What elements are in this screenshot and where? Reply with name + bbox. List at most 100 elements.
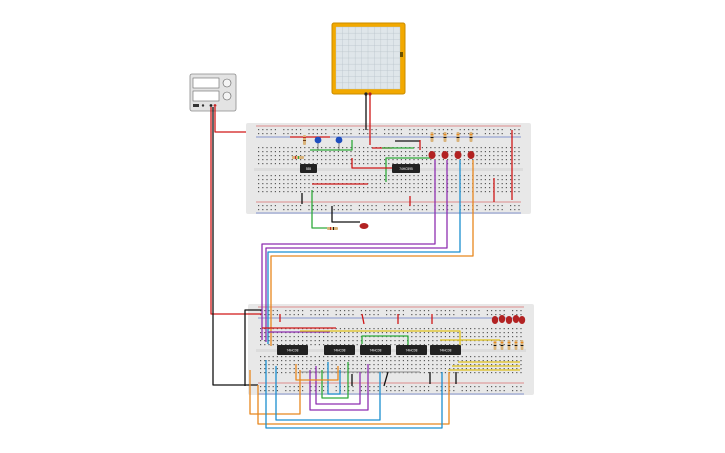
power-terminal-positive[interactable]	[213, 104, 217, 107]
capacitor[interactable]	[314, 136, 322, 150]
hole	[274, 159, 276, 161]
led[interactable]	[491, 316, 499, 324]
hole	[386, 356, 388, 358]
hole	[480, 179, 482, 181]
wire[interactable]	[309, 364, 369, 411]
led[interactable]	[428, 151, 436, 159]
scope-probe-terminal[interactable]	[368, 92, 372, 96]
wire[interactable]	[267, 160, 461, 344]
hole	[266, 209, 268, 211]
hole	[440, 368, 442, 370]
hole	[304, 151, 306, 153]
hole	[367, 179, 369, 181]
hole	[421, 133, 423, 135]
chip-74hc595[interactable]: 74HC595	[392, 164, 420, 173]
led[interactable]	[454, 151, 462, 159]
hole	[453, 310, 455, 312]
chip-74hc08[interactable]: 74HC08	[396, 345, 427, 355]
hole	[381, 368, 383, 370]
wire[interactable]	[212, 107, 258, 386]
wire[interactable]	[265, 160, 448, 342]
wire[interactable]	[327, 362, 341, 395]
chip-74hc08[interactable]: 74HC08	[430, 345, 461, 355]
hole	[505, 163, 507, 165]
hole	[436, 310, 438, 312]
hole	[503, 340, 505, 342]
led[interactable]	[498, 315, 506, 323]
hole	[335, 310, 337, 312]
hole	[503, 356, 505, 358]
wire[interactable]	[244, 309, 262, 386]
hole	[272, 364, 274, 366]
wire[interactable]	[310, 140, 353, 151]
wire[interactable]	[300, 330, 461, 346]
hole	[468, 205, 470, 207]
wire[interactable]	[214, 107, 246, 133]
resistor[interactable]	[327, 227, 338, 230]
resistor[interactable]	[292, 156, 304, 159]
chip-74hc08[interactable]: 74HC08	[360, 345, 391, 355]
hole	[507, 336, 509, 338]
hole	[394, 386, 396, 388]
led[interactable]	[441, 151, 449, 159]
hole	[325, 159, 327, 161]
wire[interactable]	[383, 371, 389, 387]
resistor[interactable]	[303, 135, 306, 145]
hole	[360, 368, 362, 370]
hole	[285, 360, 287, 362]
wire[interactable]	[275, 366, 381, 421]
chip-74hc08[interactable]: 74HC08	[324, 345, 355, 355]
hole	[415, 356, 417, 358]
wire[interactable]	[361, 313, 365, 325]
wire[interactable]	[331, 206, 360, 223]
hole	[518, 133, 520, 135]
hole	[321, 159, 323, 161]
hole	[415, 386, 417, 388]
wire[interactable]	[295, 364, 339, 381]
hole	[394, 364, 396, 366]
power-supply-icon[interactable]	[189, 73, 237, 112]
led[interactable]	[505, 316, 513, 324]
wire[interactable]	[265, 360, 443, 429]
wire[interactable]	[321, 362, 349, 399]
chip-74hc08[interactable]: 74HC08	[277, 345, 308, 355]
hole	[501, 151, 503, 153]
hole	[352, 386, 354, 388]
led[interactable]	[518, 316, 526, 324]
led[interactable]	[467, 151, 475, 159]
hole	[316, 129, 318, 131]
wire[interactable]	[261, 160, 436, 340]
hole	[434, 147, 436, 149]
hole	[270, 163, 272, 165]
hole	[451, 147, 453, 149]
capacitor[interactable]	[335, 136, 343, 150]
hole	[478, 372, 480, 374]
wire[interactable]	[361, 335, 409, 346]
wire[interactable]	[257, 372, 450, 425]
led[interactable]	[512, 315, 520, 323]
hole	[281, 368, 283, 370]
hole	[287, 205, 289, 207]
power-terminal-negative[interactable]	[209, 104, 213, 107]
led[interactable]	[359, 223, 369, 229]
hole	[465, 386, 467, 388]
wire[interactable]	[311, 190, 328, 229]
wire[interactable]	[270, 160, 474, 346]
hole	[331, 336, 333, 338]
wire[interactable]	[385, 157, 432, 182]
oscilloscope-icon[interactable]	[331, 22, 406, 96]
scope-probe-terminal[interactable]	[364, 92, 368, 96]
hole	[428, 368, 430, 370]
wire[interactable]	[315, 366, 361, 405]
hole	[300, 205, 302, 207]
wire[interactable]	[351, 158, 392, 169]
hole	[335, 328, 337, 330]
hole	[388, 175, 390, 177]
chip-555[interactable]: 555	[300, 164, 317, 173]
hole	[484, 159, 486, 161]
hole	[344, 386, 346, 388]
wire[interactable]	[249, 370, 301, 415]
hole	[398, 368, 400, 370]
hole	[507, 372, 509, 374]
